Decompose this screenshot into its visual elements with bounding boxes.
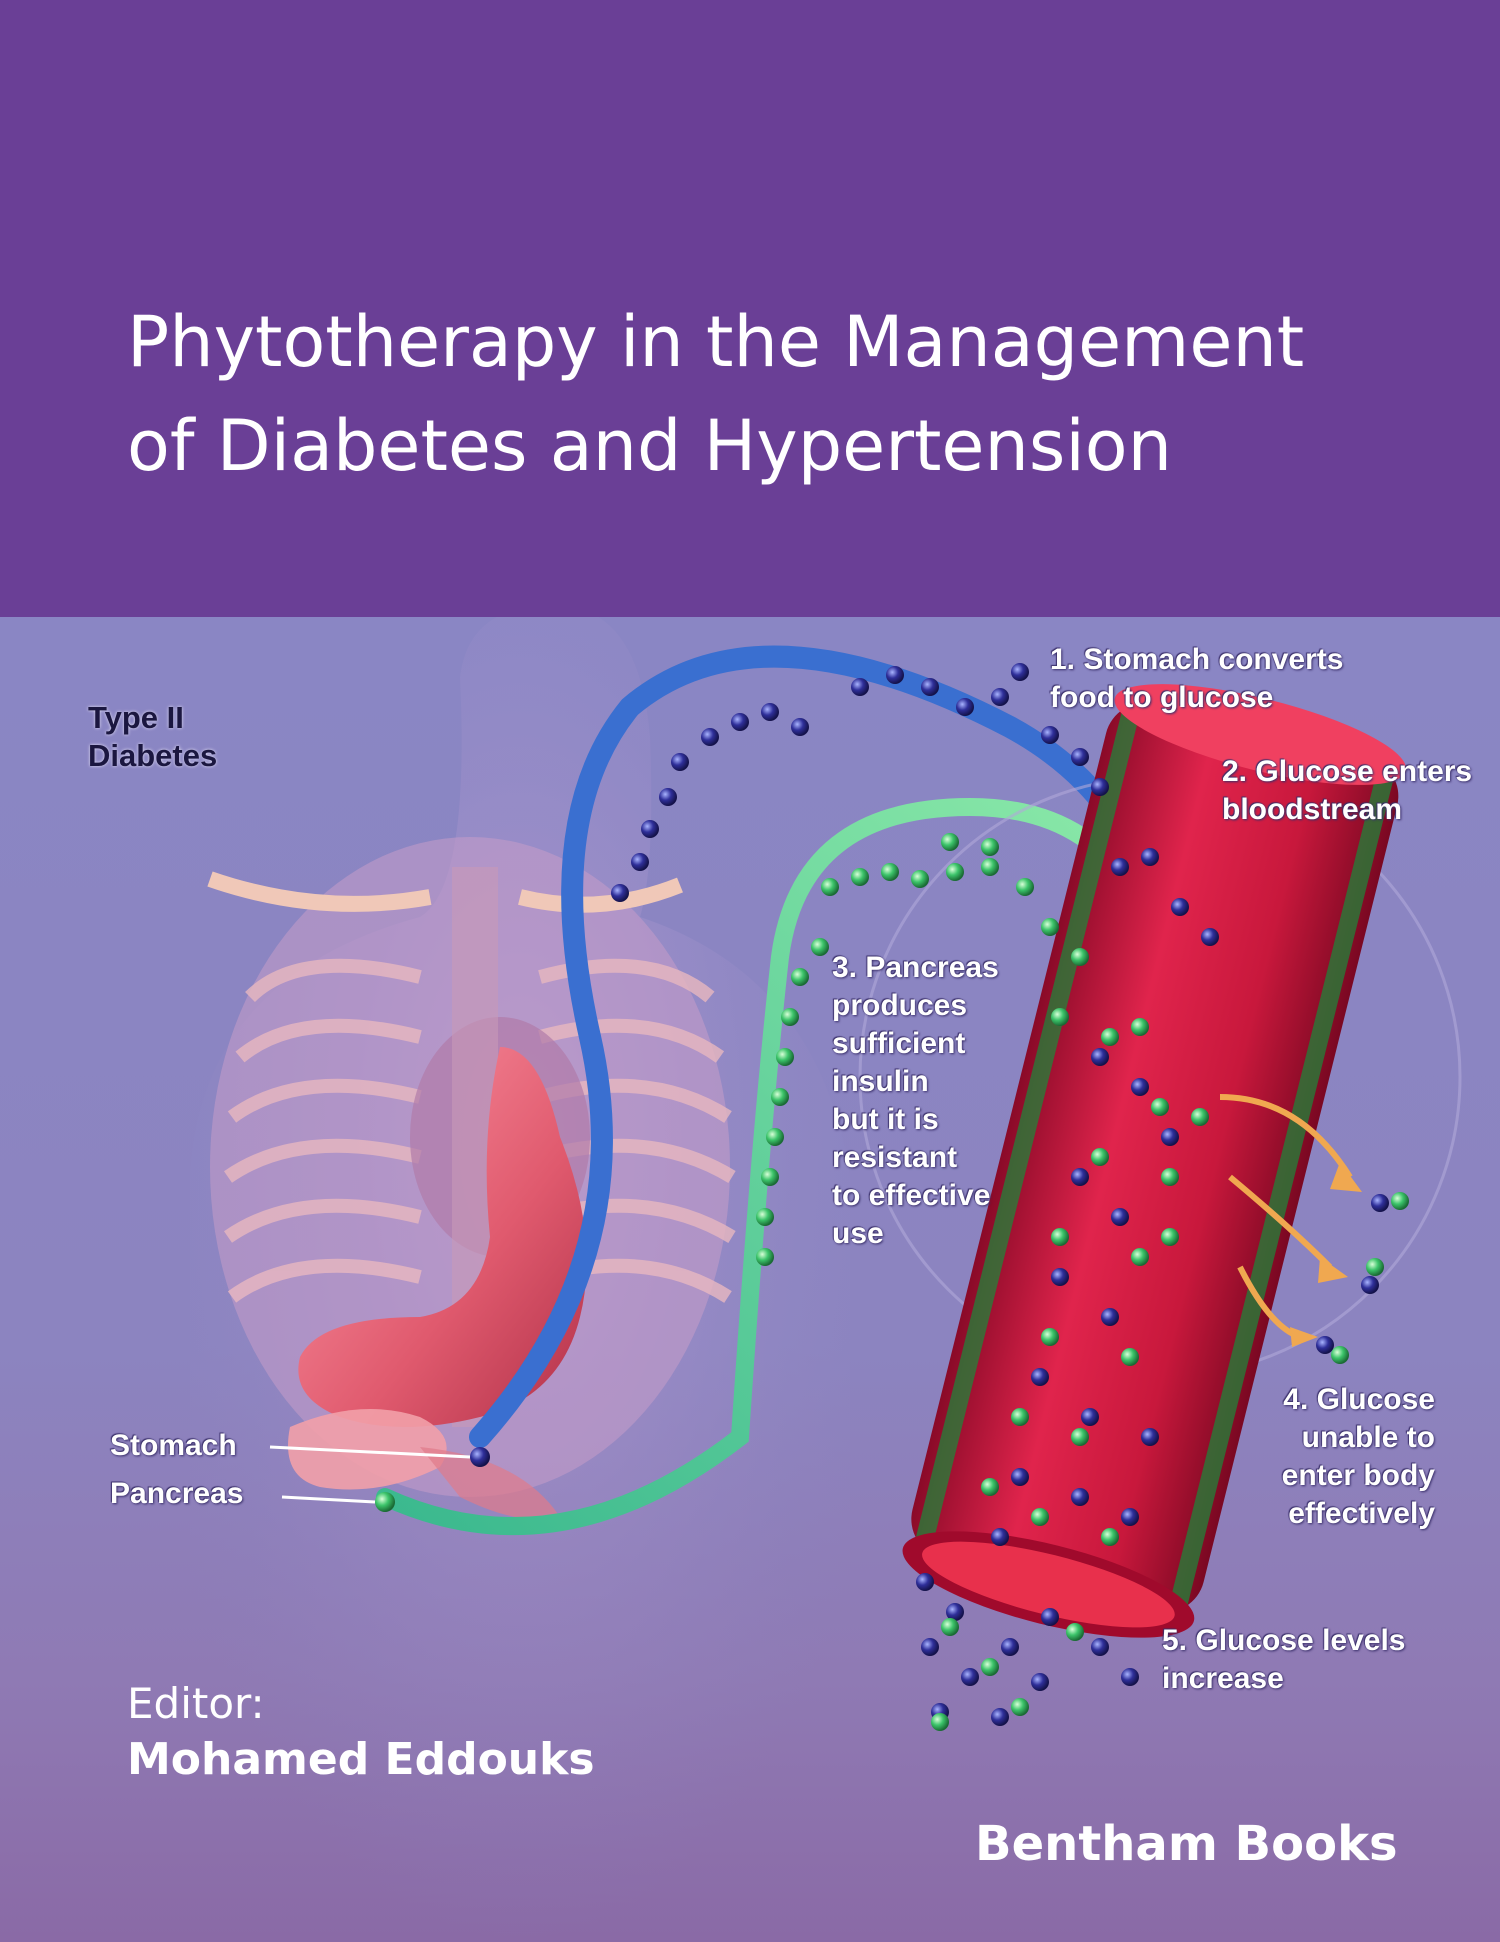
pancreas xyxy=(288,1409,447,1490)
step-2-line-1: 2. Glucose enters xyxy=(1222,755,1473,788)
step-5-line-1: 5. Glucose levels xyxy=(1162,1624,1406,1657)
diabetes-illustration xyxy=(190,617,1462,1942)
title-line-2: of Diabetes and Hypertension xyxy=(127,405,1172,487)
step-4-line-2: unable to xyxy=(1301,1421,1435,1454)
editor-name: Mohamed Eddouks xyxy=(127,1734,595,1785)
step-4-line-4: effectively xyxy=(1288,1497,1435,1530)
step-2-label: 2. Glucose enters bloodstream xyxy=(1222,753,1472,829)
step-4-line-1: 4. Glucose xyxy=(1283,1383,1435,1416)
stomach xyxy=(298,1047,587,1427)
heading-line-1: Type II xyxy=(88,700,184,735)
intestine xyxy=(420,1447,560,1520)
step-5-label: 5. Glucose levels increase xyxy=(1162,1622,1405,1698)
exit-arrowheads xyxy=(1290,1162,1362,1347)
editor-label: Editor: xyxy=(127,1679,265,1728)
step-1-label: 1. Stomach converts food to glucose xyxy=(1050,641,1343,717)
step-1-line-1: 1. Stomach converts xyxy=(1050,643,1344,676)
publisher-name: Bentham Books xyxy=(975,1816,1398,1872)
insulin-path-arrow xyxy=(376,797,1139,1536)
step-3-line-7: to effective xyxy=(832,1179,991,1212)
illustration-heading: Type II Diabetes xyxy=(88,699,217,775)
step-4-line-3: enter body xyxy=(1281,1459,1435,1492)
step-4-label: 4. Glucose unable to enter body effectiv… xyxy=(1245,1381,1435,1533)
stomach-leader-line xyxy=(269,1445,471,1459)
book-title: Phytotherapy in the Management of Diabet… xyxy=(127,290,1427,498)
step-3-line-8: use xyxy=(832,1217,884,1250)
pancreas-label: Pancreas xyxy=(110,1477,244,1510)
glucose-path-arrow xyxy=(469,645,1161,1448)
pancreas-leader-line xyxy=(281,1495,376,1504)
cover-illustration: Type II Diabetes 1. Stomach converts foo… xyxy=(0,617,1500,1942)
step-3-line-2: produces xyxy=(832,989,968,1022)
step-1-line-2: food to glucose xyxy=(1050,681,1274,714)
blood-vessel xyxy=(902,684,1407,1638)
step-3-line-6: resistant xyxy=(832,1141,958,1174)
heading-line-2: Diabetes xyxy=(88,738,218,773)
insulin-molecules xyxy=(375,833,1409,1731)
collarbone-left xyxy=(207,871,432,912)
cover-header: Phytotherapy in the Management of Diabet… xyxy=(0,0,1500,617)
stomach-label: Stomach xyxy=(110,1429,237,1462)
collarbone-right xyxy=(518,877,683,913)
step-3-line-1: 3. Pancreas xyxy=(832,951,999,984)
step-3-line-4: insulin xyxy=(832,1065,929,1098)
title-line-1: Phytotherapy in the Management xyxy=(127,301,1305,383)
step-2-line-2: bloodstream xyxy=(1222,793,1403,826)
glucose-molecules xyxy=(470,663,1389,1726)
step-3-line-5: but it is xyxy=(832,1103,939,1136)
step-3-line-3: sufficient xyxy=(832,1027,966,1060)
step-3-label: 3. Pancreas produces sufficient insulin … xyxy=(832,949,999,1253)
step-5-line-2: increase xyxy=(1162,1662,1284,1695)
